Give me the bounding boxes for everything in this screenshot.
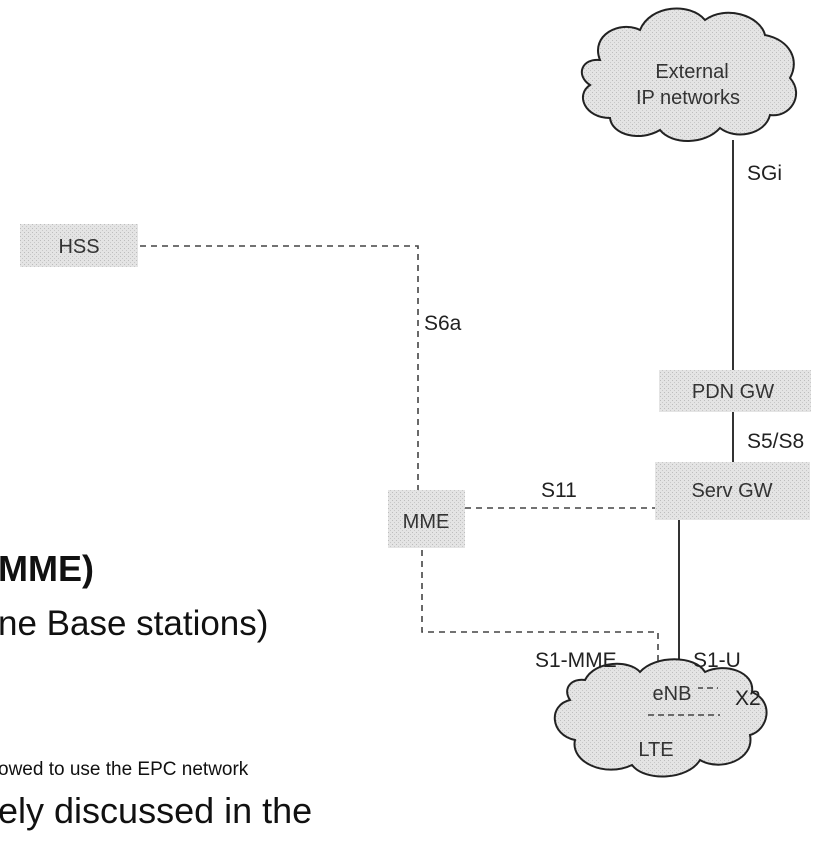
hss-node: HSS <box>20 224 138 267</box>
external-ip-networks-cloud: External IP networks <box>580 7 797 142</box>
external-label-line2: IP networks <box>636 87 740 109</box>
discussed-fragment: ely discussed in the <box>0 790 313 831</box>
s1mme-link <box>421 528 659 682</box>
lte-cloud: LTE <box>553 658 768 778</box>
external-label-line1: External <box>655 61 728 83</box>
mme-heading-fragment: MME) <box>0 548 94 589</box>
s1u-label: S1-U <box>693 649 741 672</box>
allowed-fragment: owed to use the EPC network <box>0 759 249 780</box>
base-stations-fragment: ne Base stations) <box>0 604 269 643</box>
hss-label: HSS <box>58 236 99 258</box>
enb-node: eNB <box>646 680 698 706</box>
sgi-label: SGi <box>747 162 782 185</box>
s6a-link <box>140 245 419 490</box>
serv-gw-label: Serv GW <box>691 480 772 502</box>
enb-label: eNB <box>653 683 692 705</box>
lte-label: LTE <box>638 739 673 761</box>
x2-label: X2 <box>735 687 761 710</box>
pdn-gw-label: PDN GW <box>692 381 774 403</box>
mme-label: MME <box>403 511 450 533</box>
serv-gw-node: Serv GW <box>655 462 810 520</box>
mme-node: MME <box>388 490 465 548</box>
s1mme-label: S1-MME <box>535 649 617 672</box>
s5s8-label: S5/S8 <box>747 430 804 453</box>
pdn-gw-node: PDN GW <box>659 370 811 412</box>
s6a-label: S6a <box>424 312 462 335</box>
s11-label: S11 <box>541 479 577 502</box>
